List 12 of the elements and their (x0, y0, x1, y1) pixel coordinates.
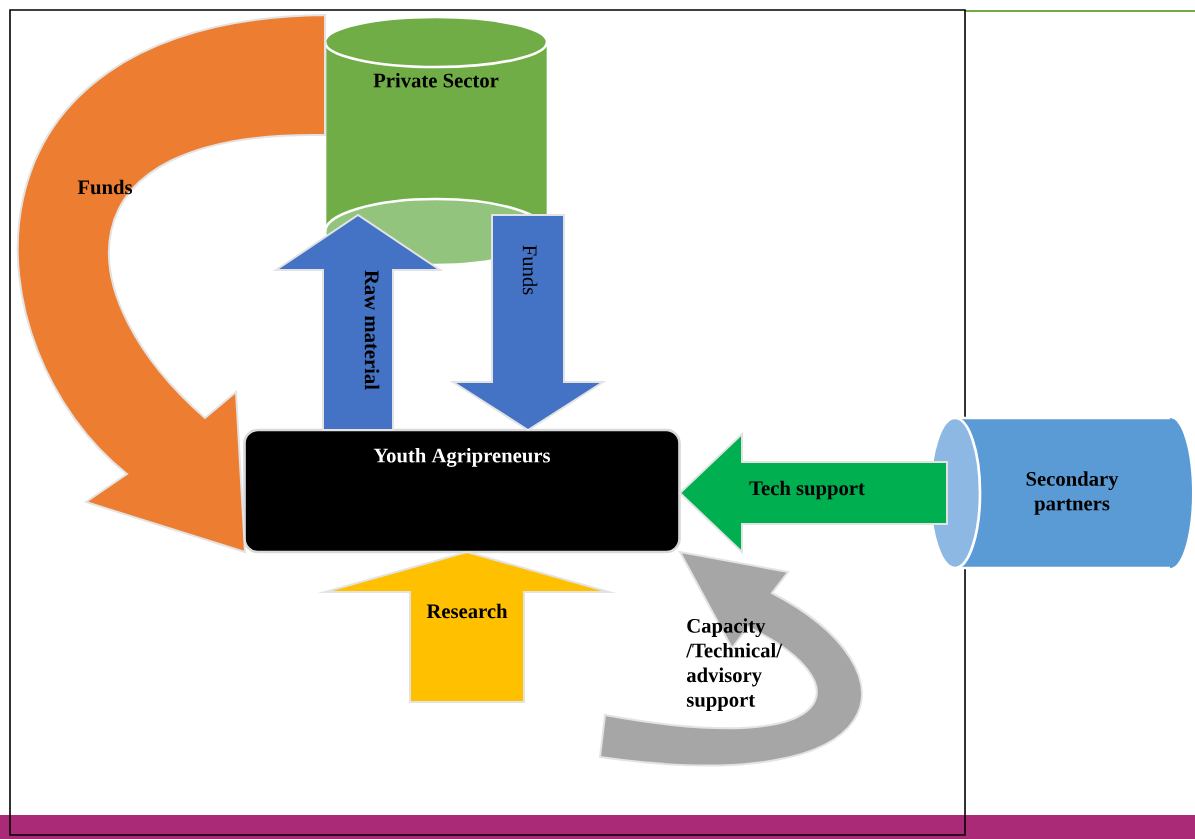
block-arrow (16, 14, 326, 553)
cylinder: Secondary partners (928, 416, 1192, 570)
edge-label: Funds (77, 179, 133, 195)
edge-label: Tech support (749, 480, 865, 500)
block-arrow (317, 550, 617, 703)
edge-label: Capacity /Technical/ advisory support (686, 618, 783, 711)
process-box: Youth Agripreneurs (243, 428, 681, 554)
edge-label: Raw material (364, 270, 380, 390)
block-arrow (272, 213, 444, 431)
block-arrow (678, 431, 948, 555)
block-arrow (449, 214, 607, 432)
edge-label: Research (426, 603, 508, 619)
